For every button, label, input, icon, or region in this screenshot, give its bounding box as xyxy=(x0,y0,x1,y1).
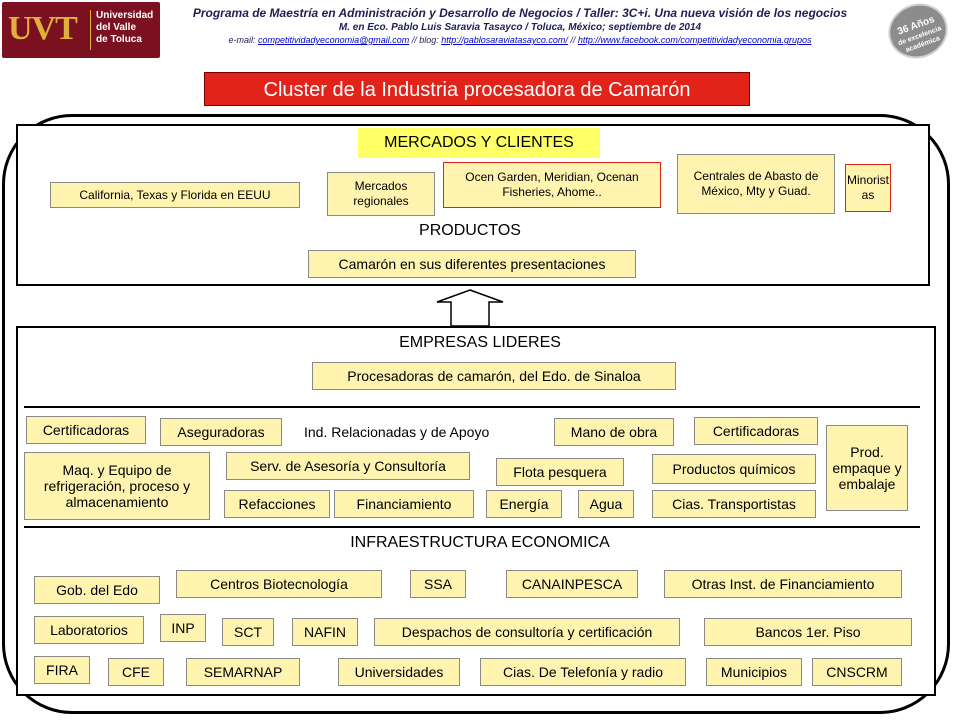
apoyo-maq-equipo: Maq. y Equipo de refrigeración, proceso … xyxy=(24,452,210,520)
header-band xyxy=(0,0,960,60)
contact-line: e-mail: competitividadyeconomia@gmail.co… xyxy=(228,35,812,45)
facebook-link[interactable]: http://www.facebook.com/competitividadye… xyxy=(577,35,812,45)
producto-camaron: Camarón en sus diferentes presentaciones xyxy=(308,250,636,278)
infra-gob-edo: Gob. del Edo xyxy=(34,576,160,604)
author-line: M. en Eco. Pablo Luis Saravia Tasayco / … xyxy=(338,22,702,33)
mercados-heading: MERCADOS Y CLIENTES xyxy=(358,128,600,158)
empresas-lider: Procesadoras de camarón, del Edo. de Sin… xyxy=(312,362,676,390)
header-text: Programa de Maestría en Administración y… xyxy=(168,6,872,47)
outer-frame xyxy=(2,114,950,714)
infra-inp: INP xyxy=(160,614,206,642)
apoyo-financiamiento: Financiamiento xyxy=(334,490,474,518)
infra-universidades: Universidades xyxy=(338,658,460,686)
program-title: Programa de Maestría en Administración y… xyxy=(192,6,848,20)
university-logo: UVT Universidad del Valle de Toluca xyxy=(2,2,160,58)
apoyo-prod-empaque: Prod. empaque y embalaje xyxy=(826,425,908,511)
divider-bottom xyxy=(24,526,920,528)
infra-despachos: Despachos de consultoría y certificación xyxy=(374,618,680,646)
logo-mark: UVT xyxy=(8,10,78,47)
logo-name: Universidad del Valle de Toluca xyxy=(96,10,154,45)
productos-label: PRODUCTOS xyxy=(419,222,521,239)
apoyo-mano-obra: Mano de obra xyxy=(554,418,674,446)
logo-divider xyxy=(90,10,91,50)
infra-laboratorios: Laboratorios xyxy=(34,616,144,644)
divider-top xyxy=(24,406,920,408)
market-california: California, Texas y Florida en EEUU xyxy=(50,182,300,208)
infra-heading: INFRAESTRUCTURA ECONOMICA xyxy=(350,534,610,551)
infra-fira: FIRA xyxy=(34,656,90,684)
infra-municipios: Municipios xyxy=(706,658,802,686)
infra-bancos: Bancos 1er. Piso xyxy=(704,618,912,646)
market-minoristas: Minorist as xyxy=(845,164,891,212)
up-arrow-icon xyxy=(436,289,504,327)
apoyo-label: Ind. Relacionadas y de Apoyo xyxy=(304,424,490,440)
apoyo-agua: Agua xyxy=(578,490,634,518)
infra-cfe: CFE xyxy=(108,658,164,686)
empresas-heading: EMPRESAS LIDERES xyxy=(399,334,561,351)
market-centrales-abasto: Centrales de Abasto de México, Mty y Gua… xyxy=(677,154,835,214)
market-regionales: Mercados regionales xyxy=(327,172,435,216)
page-title: Cluster de la Industria procesadora de C… xyxy=(204,72,750,106)
infra-cnscrm: CNSCRM xyxy=(812,658,902,686)
apoyo-energia: Energía xyxy=(486,490,562,518)
infra-nafin: NAFIN xyxy=(292,618,358,646)
apoyo-serv-asesoria: Serv. de Asesoría y Consultoría xyxy=(226,452,470,480)
infra-centros-biotec: Centros Biotecnología xyxy=(176,570,382,598)
apoyo-quimicos: Productos químicos xyxy=(652,454,816,484)
infra-sct: SCT xyxy=(222,618,274,646)
market-ocen-garden: Ocen Garden, Meridian, Ocenan Fisheries,… xyxy=(443,162,661,208)
blog-link[interactable]: http://pablosaraviatasayco.com/ xyxy=(441,35,568,45)
apoyo-refacciones: Refacciones xyxy=(224,490,330,518)
apoyo-certificadoras-1: Certificadoras xyxy=(26,416,146,444)
email-link[interactable]: competitividadyeconomia@gmail.com xyxy=(258,35,410,45)
infra-telefonia: Cias. De Telefonía y radio xyxy=(480,658,686,686)
apoyo-certificadoras-2: Certificadoras xyxy=(694,417,818,445)
apoyo-aseguradoras: Aseguradoras xyxy=(160,418,282,446)
infra-semarnap: SEMARNAP xyxy=(186,658,300,686)
infra-canainpesca: CANAINPESCA xyxy=(506,570,638,598)
apoyo-transportistas: Cias. Transportistas xyxy=(652,490,816,518)
infra-otras-inst: Otras Inst. de Financiamiento xyxy=(664,570,902,598)
infra-ssa: SSA xyxy=(410,570,466,598)
apoyo-flota: Flota pesquera xyxy=(496,458,624,486)
